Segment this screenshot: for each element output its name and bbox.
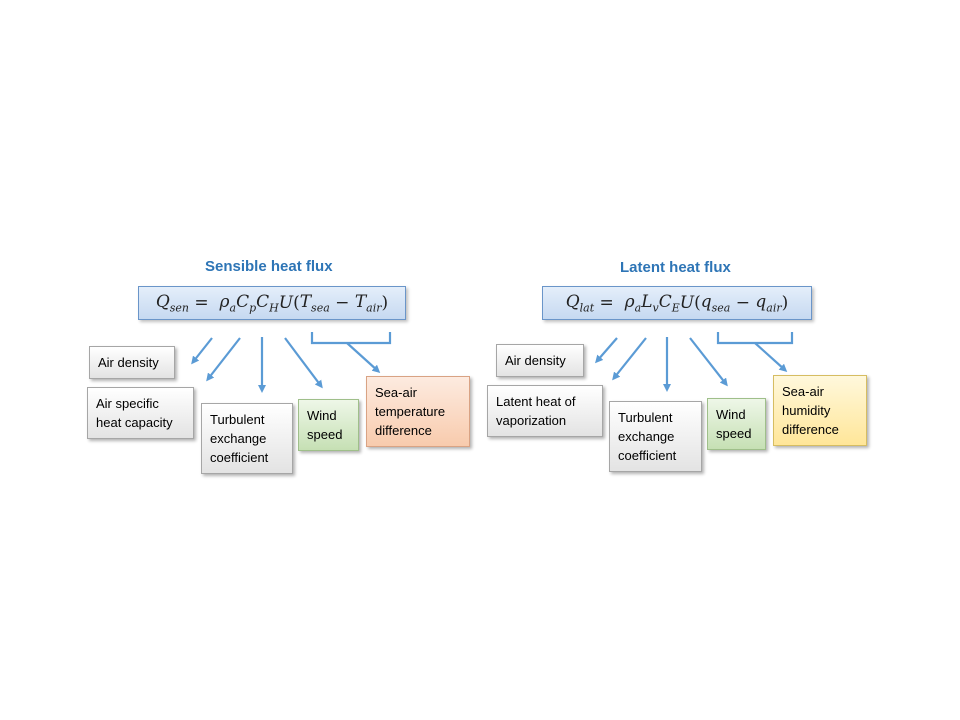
- eq-rho: ρa: [219, 291, 237, 315]
- arrow-sen-heat-capacity: [206, 337, 241, 382]
- eq-u: U: [278, 293, 294, 313]
- latent-exchange-box: Turbulent exchange coefficient: [609, 401, 702, 472]
- sensible-exchange-box: Turbulent exchange coefficient: [201, 403, 293, 474]
- eq-term-2: Tair: [354, 291, 382, 315]
- arrow-lat-air-density: [595, 337, 618, 364]
- sensible-heat-capacity-box: Air specific heat capacity: [87, 387, 194, 439]
- eq-rho: ρa: [624, 291, 642, 315]
- eq-coef-2: CE: [658, 291, 680, 315]
- eq-lhs: Qlat: [565, 291, 595, 315]
- latent-wind-box: Wind speed: [707, 398, 766, 450]
- arrow-sen-air-density: [191, 337, 213, 365]
- brace-sen-difference: [310, 332, 392, 345]
- sensible-wind-box: Wind speed: [298, 399, 359, 451]
- sensible-equation: Qsen = ρa Cp CH U ( Tsea − Tair ): [138, 286, 406, 320]
- arrow-sen-wind: [284, 337, 323, 389]
- eq-coef-1: Cp: [236, 291, 257, 315]
- eq-lhs: Qsen: [155, 291, 190, 315]
- latent-title: Latent heat flux: [620, 259, 731, 276]
- eq-term-1: qsea: [700, 291, 731, 315]
- eq-term-2: qair: [755, 291, 782, 315]
- latent-humidity-difference-box: Sea-air humidity difference: [773, 375, 867, 446]
- sensible-air-density-box: Air density: [89, 346, 175, 379]
- eq-coef-2: CH: [256, 291, 279, 315]
- arrow-sen-difference: [346, 342, 381, 374]
- latent-air-density-box: Air density: [496, 344, 584, 377]
- latent-vaporization-box: Latent heat of vaporization: [487, 385, 603, 437]
- arrow-lat-wind: [689, 337, 728, 387]
- arrow-lat-difference: [754, 342, 788, 373]
- sensible-temperature-difference-box: Sea-air temperature difference: [366, 376, 470, 447]
- sensible-title: Sensible heat flux: [205, 258, 333, 275]
- arrow-lat-vaporization: [612, 337, 647, 381]
- latent-equation: Qlat = ρa Lv CE U ( qsea − qair ): [542, 286, 812, 320]
- brace-lat-difference: [716, 332, 794, 345]
- eq-coef-1: Lv: [641, 291, 659, 315]
- eq-u: U: [679, 293, 695, 313]
- eq-term-1: Tsea: [299, 291, 330, 315]
